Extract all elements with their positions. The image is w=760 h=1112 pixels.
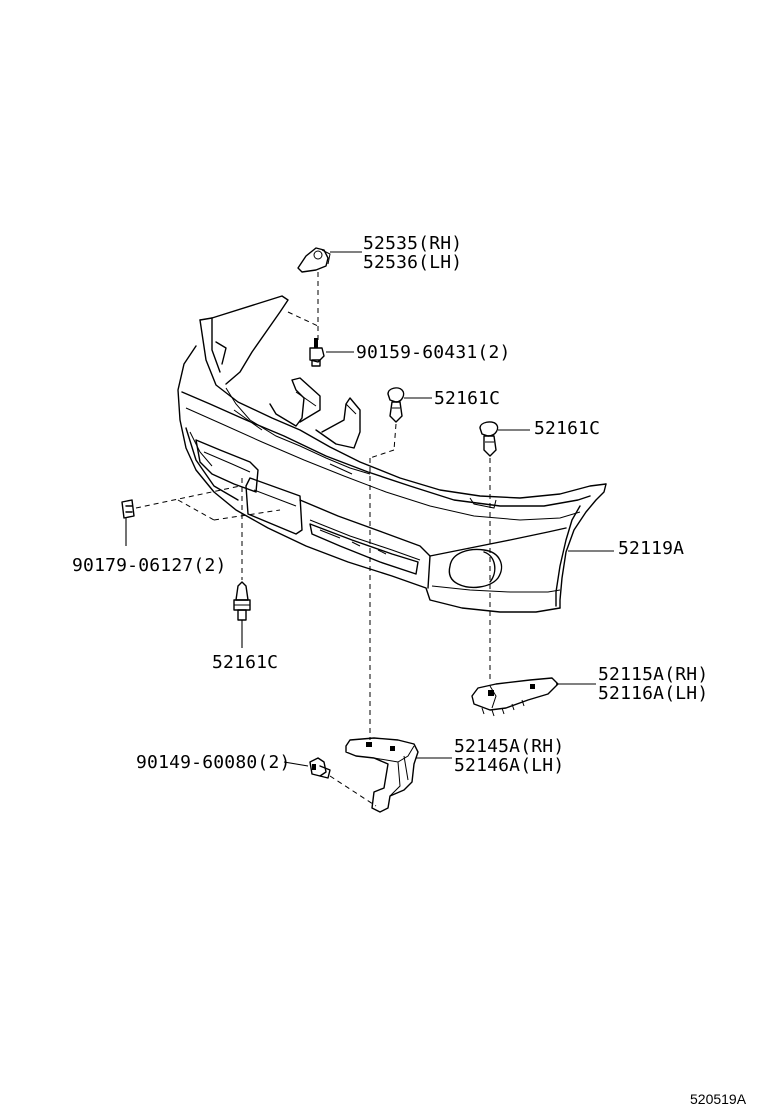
screw-top-part — [309, 338, 354, 367]
label-screw-bottom: 90149-60080(2) — [136, 752, 291, 773]
label-bracket-lower-lh: 52146A(LH) — [454, 755, 564, 776]
nut-left-part — [121, 485, 281, 546]
diagram-id: 520519A — [690, 1091, 747, 1107]
label-clip-center: 52161C — [434, 388, 500, 409]
label-bracket-upper-rh: 52535(RH) — [363, 233, 462, 254]
bumper-cover — [177, 295, 614, 613]
label-nut-left: 90179-06127(2) — [72, 555, 227, 576]
label-clip-lower-left: 52161C — [212, 652, 278, 673]
retainer-part — [471, 677, 596, 717]
lower-bracket-part — [345, 737, 452, 813]
screw-bottom-part — [283, 757, 377, 807]
upper-bracket-part — [287, 247, 362, 340]
label-bracket-lower-rh: 52145A(RH) — [454, 736, 564, 757]
clip-lower-left-part — [233, 478, 251, 648]
label-retainer-rh: 52115A(RH) — [598, 664, 708, 685]
label-clip-right: 52161C — [534, 418, 600, 439]
label-bumper-cover: 52119A — [618, 538, 684, 559]
label-bracket-upper-lh: 52536(LH) — [363, 252, 462, 273]
label-screw-top: 90159-60431(2) — [356, 342, 511, 363]
clip-center-part — [369, 387, 432, 740]
clip-right-part — [479, 421, 530, 680]
label-retainer-lh: 52116A(LH) — [598, 683, 708, 704]
